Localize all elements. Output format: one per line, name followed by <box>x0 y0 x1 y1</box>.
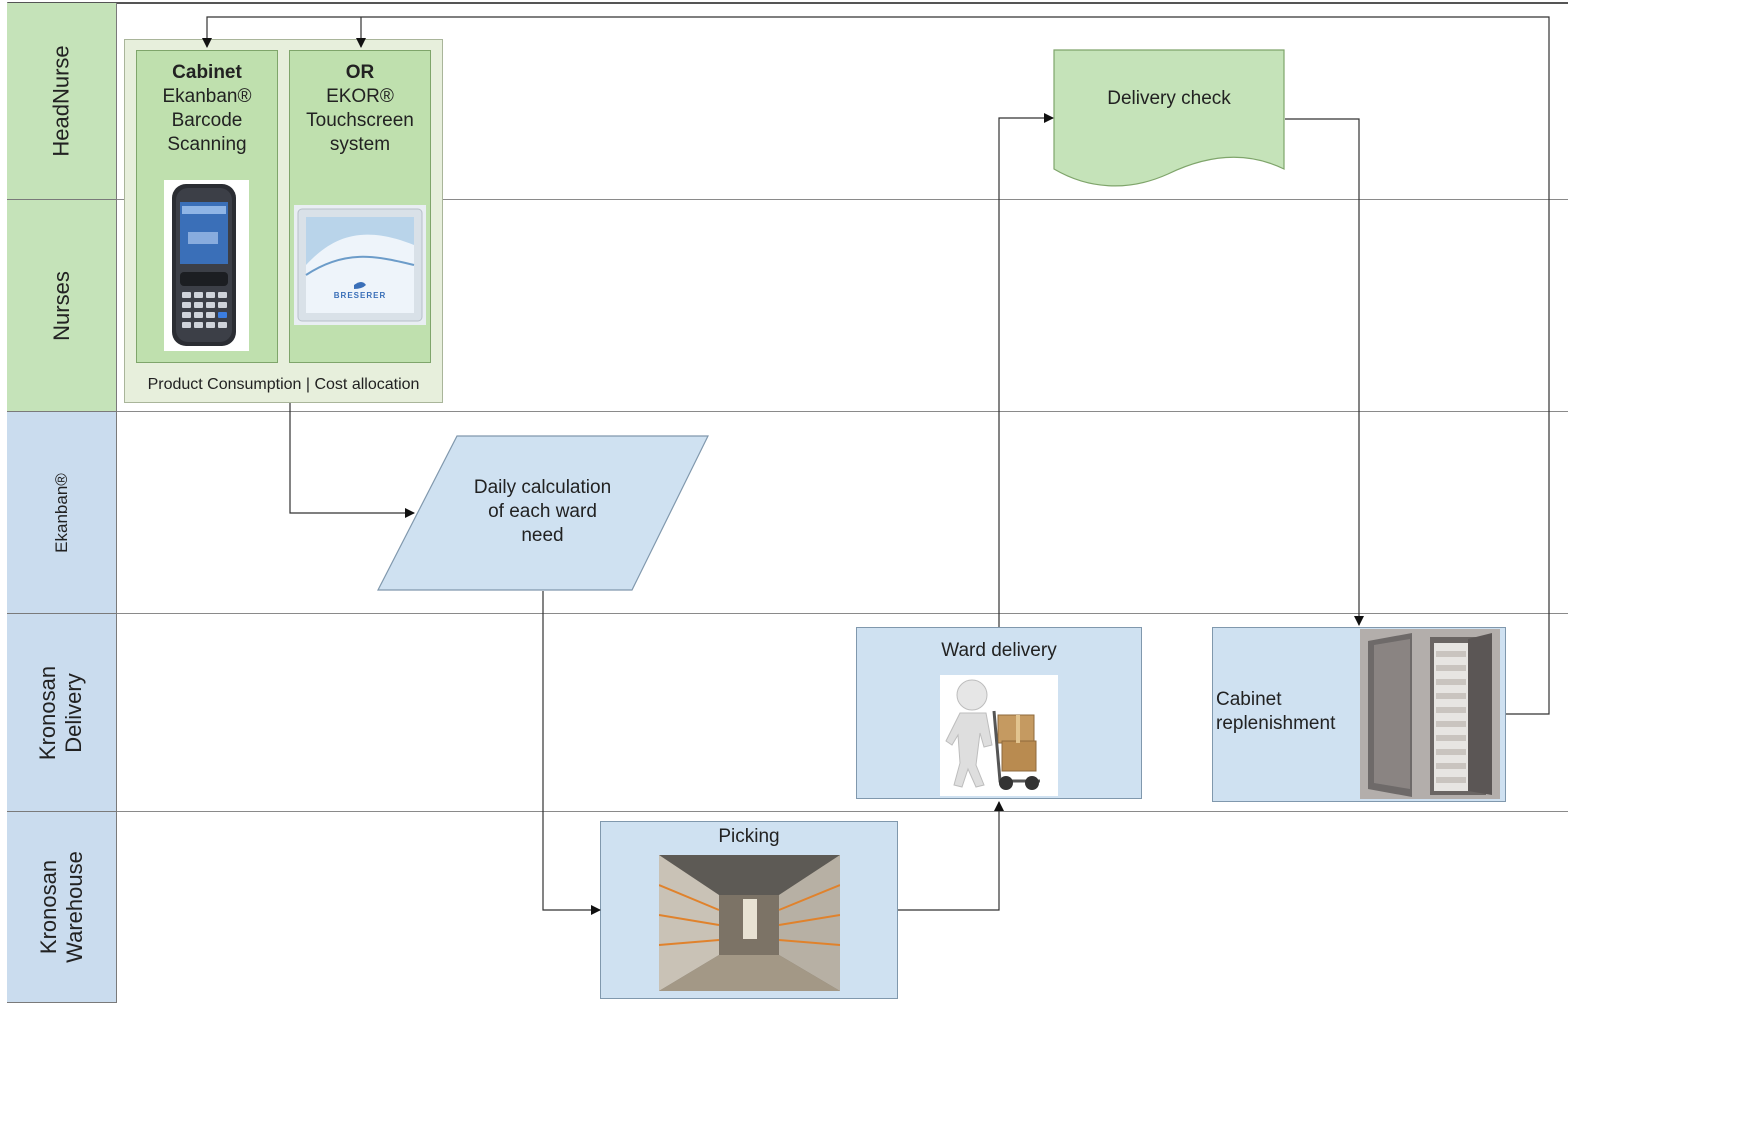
ward-delivery-label: Ward delivery <box>941 640 1057 661</box>
delivery-check-label: Delivery check <box>1107 88 1231 109</box>
or-line: system <box>329 134 391 155</box>
lane-kronosan-delivery: Kronosan Delivery <box>7 614 117 812</box>
daily-calculation-label: Daily calculation of each ward need <box>473 477 612 546</box>
lane-separator <box>117 199 1568 200</box>
barcode-scanner-icon <box>172 184 236 346</box>
warehouse-shelves-icon <box>659 855 840 991</box>
lane-nurses: Nurses <box>7 200 117 412</box>
diagram-top-border <box>7 2 1568 4</box>
handheld-scanner-image <box>164 180 249 351</box>
lane-ekanban: Ekanban® <box>7 412 117 614</box>
cabinet-line: Ekanban® <box>162 86 252 107</box>
touchscreen-image: BRESERER <box>294 205 426 325</box>
or-title: OR <box>345 62 375 83</box>
lane-separator <box>117 811 1568 812</box>
flow-connectors <box>202 16 1550 915</box>
cabinet-replenishment-label: Cabinet replenishment <box>1216 689 1336 734</box>
picking-image <box>659 855 840 991</box>
or-line: EKOR® <box>326 86 394 107</box>
lane-separator <box>117 411 1568 412</box>
supply-cabinet-icon <box>1360 629 1500 799</box>
picking-label: Picking <box>718 826 780 847</box>
cabinet-title: Cabinet <box>172 62 242 83</box>
cabinet-image <box>1360 629 1500 799</box>
monitor-brand-label: BRESERER <box>333 291 387 300</box>
cabinet-line: Scanning <box>167 134 247 155</box>
entry-caption: Product Consumption | Cost allocation <box>147 376 420 393</box>
lane-separator <box>117 613 1568 614</box>
or-line: Touchscreen <box>306 110 414 131</box>
cabinet-line: Barcode <box>171 110 243 131</box>
lane-kronosan-warehouse: Kronosan Warehouse <box>7 812 117 1003</box>
daily-calculation-shape <box>377 435 709 591</box>
delivery-check-shape <box>1053 49 1285 187</box>
lane-headnurse: HeadNurse <box>7 3 117 200</box>
touchscreen-monitor-icon <box>297 208 423 322</box>
hand-truck-figure-icon <box>945 679 1040 790</box>
ward-delivery-image <box>940 675 1058 796</box>
